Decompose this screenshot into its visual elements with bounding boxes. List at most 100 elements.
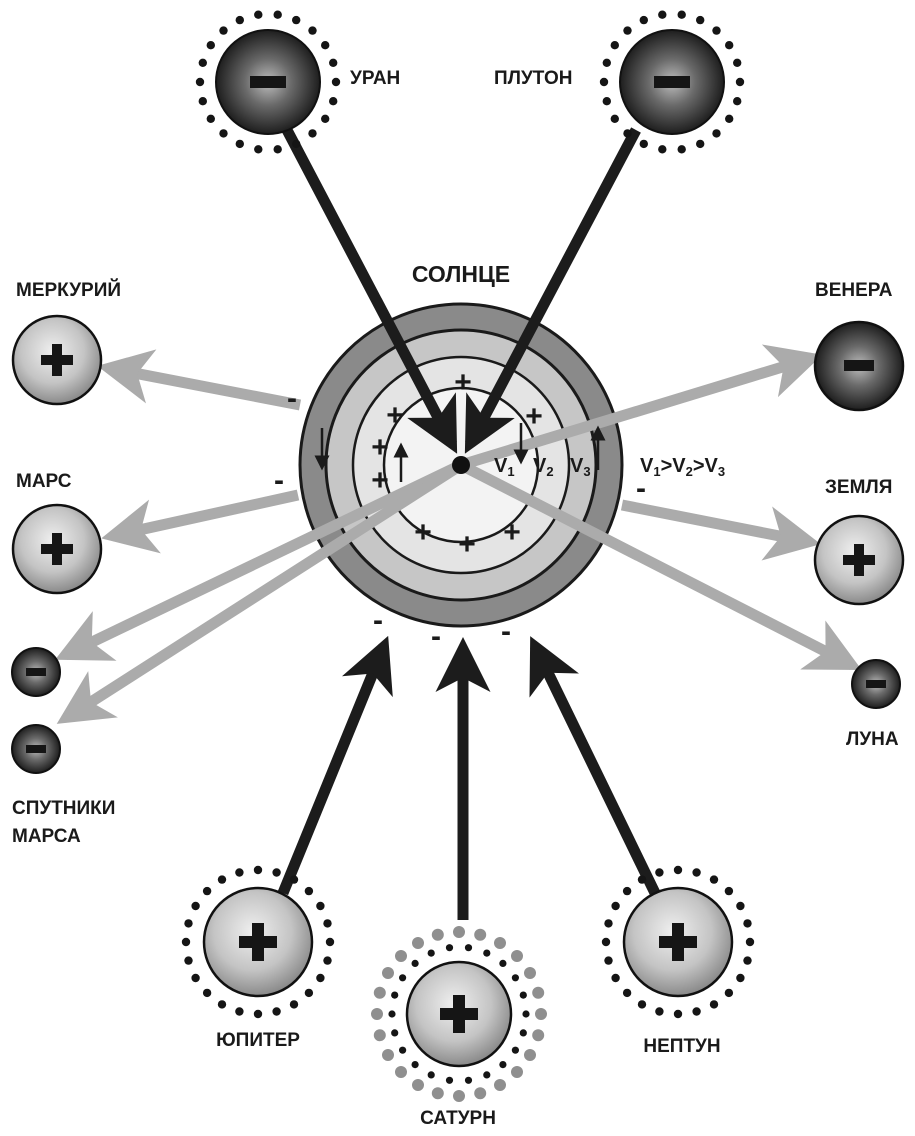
- arrow-to-mars: [112, 495, 298, 536]
- halo-dot: [254, 145, 262, 153]
- halo-dot: [532, 1029, 544, 1041]
- halo-dot: [532, 987, 544, 999]
- halo-dot: [483, 1071, 490, 1078]
- halo-dot: [395, 1066, 407, 1078]
- halo-dot: [453, 926, 465, 938]
- pluto-label: ПЛУТОН: [494, 68, 572, 89]
- sun-minus: -: [287, 382, 297, 415]
- halo-dot: [483, 950, 490, 957]
- halo-dot: [305, 887, 313, 895]
- halo-dot: [638, 1000, 646, 1008]
- halo-dot: [292, 16, 300, 24]
- halo-dot: [235, 1007, 243, 1015]
- halo-dot: [499, 1061, 506, 1068]
- halo-dot: [184, 919, 192, 927]
- halo-dot: [254, 866, 262, 874]
- halo-dot: [655, 868, 663, 876]
- halo-dot: [412, 1061, 419, 1068]
- halo-dot: [323, 919, 331, 927]
- halo-dot: [290, 1000, 298, 1008]
- halo-dot: [219, 129, 227, 137]
- halo-dot: [733, 59, 741, 67]
- minus-icon: [26, 745, 46, 753]
- halo-dot: [603, 59, 611, 67]
- minus-icon: [866, 680, 886, 688]
- halo-dot: [623, 26, 631, 34]
- halo-dot: [274, 11, 282, 19]
- halo-dot: [236, 140, 244, 148]
- halo-dot: [678, 145, 686, 153]
- halo-dot: [623, 989, 631, 997]
- halo-dot: [696, 16, 704, 24]
- arrow-to-earth: [622, 505, 810, 542]
- venus-label: ВЕНЕРА: [815, 280, 893, 301]
- halo-dot: [658, 145, 666, 153]
- halo-dot: [512, 1047, 519, 1054]
- halo-dot: [655, 1007, 663, 1015]
- halo-dot: [371, 1008, 383, 1020]
- halo-dot: [412, 937, 424, 949]
- halo-dot: [736, 902, 744, 910]
- halo-dot: [203, 989, 211, 997]
- halo-dot: [292, 140, 300, 148]
- halo-dot: [203, 887, 211, 895]
- halo-dot: [326, 938, 334, 946]
- halo-dot: [736, 974, 744, 982]
- halo-dot: [623, 129, 631, 137]
- velocity-relation: V1>V2>V3: [640, 455, 725, 479]
- halo-dot: [321, 41, 329, 49]
- halo-dot: [432, 929, 444, 941]
- sun-label: СОЛНЦЕ: [412, 261, 510, 287]
- halo-dot: [603, 97, 611, 105]
- halo-dot: [329, 97, 337, 105]
- halo-dot: [382, 1049, 394, 1061]
- mars-moons: СПУТНИКИ МАРСА: [12, 648, 115, 847]
- halo-dot: [640, 16, 648, 24]
- halo-dot: [602, 938, 610, 946]
- halo-dot: [191, 902, 199, 910]
- core-plus: +: [454, 366, 472, 399]
- planet-pluto: ПЛУТОН: [494, 11, 744, 154]
- halo-dot: [640, 140, 648, 148]
- halo-dot: [465, 1077, 472, 1084]
- halo-dot: [207, 41, 215, 49]
- halo-dot: [710, 1000, 718, 1008]
- saturn-label: САТУРН: [420, 1108, 496, 1129]
- halo-dot: [308, 129, 316, 137]
- halo-dot: [604, 919, 612, 927]
- arrow-from-neptune: [535, 646, 655, 893]
- uranus-label: УРАН: [350, 68, 400, 89]
- halo-dot: [696, 140, 704, 148]
- minus-icon: [654, 76, 690, 88]
- halo-dot: [725, 115, 733, 123]
- planet-uranus: УРАН: [196, 11, 400, 154]
- planet-saturn: САТУРН: [371, 926, 547, 1129]
- planet-mars: МАРС: [13, 471, 101, 593]
- halo-dot: [305, 989, 313, 997]
- halo-dot: [511, 1066, 523, 1078]
- core-plus: +: [414, 516, 432, 549]
- planet-mercury: МЕРКУРИЙ: [13, 279, 121, 404]
- halo-dot: [733, 97, 741, 105]
- halo-dot: [446, 1077, 453, 1084]
- core-plus: +: [458, 528, 476, 561]
- halo-dot: [611, 902, 619, 910]
- mercury-label: МЕРКУРИЙ: [16, 279, 121, 301]
- halo-dot: [182, 938, 190, 946]
- minus-icon: [26, 668, 46, 676]
- sun-minus: -: [431, 620, 441, 653]
- halo-dot: [272, 868, 280, 876]
- halo-dot: [736, 78, 744, 86]
- halo-dot: [391, 992, 398, 999]
- halo-dot: [611, 115, 619, 123]
- halo-dot: [316, 974, 324, 982]
- halo-dot: [725, 989, 733, 997]
- core-plus: +: [503, 516, 521, 549]
- minus-icon: [844, 360, 874, 371]
- halo-dot: [308, 26, 316, 34]
- mars-label: МАРС: [16, 471, 72, 492]
- halo-dot: [191, 974, 199, 982]
- core-plus: +: [371, 431, 389, 464]
- planet-jupiter: ЮПИТЕР: [182, 866, 334, 1051]
- halo-dot: [511, 950, 523, 962]
